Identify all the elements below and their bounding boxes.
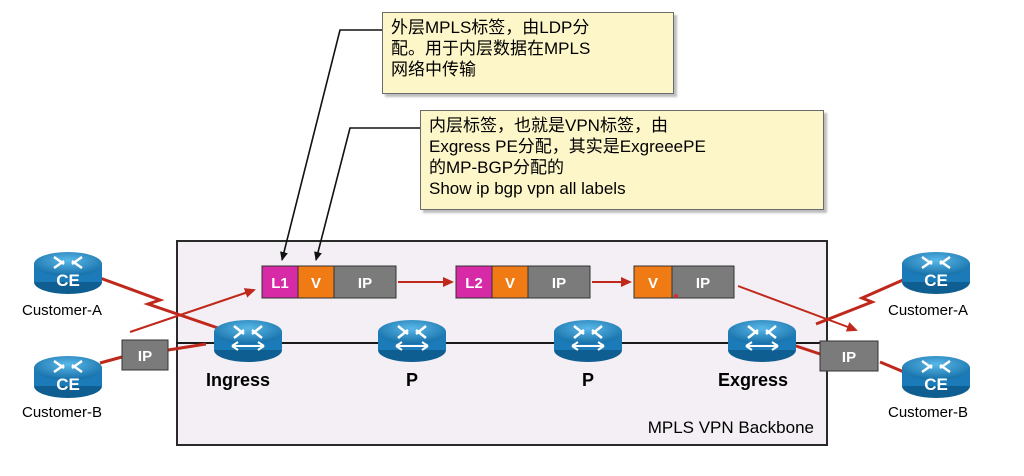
inner-callout-line-4: Show ip bgp vpn all labels [429, 179, 626, 198]
svg-text:IP: IP [842, 349, 856, 366]
arrow-icon [737, 285, 858, 332]
stack1-outer-label: L1 [271, 275, 289, 292]
ip-packet-left: IP [121, 339, 169, 371]
outer-callout-line-2: 配。用于内层数据在MPLS [391, 39, 591, 58]
link-ceb-right [879, 360, 905, 374]
outer-callout-line-3: 网络中传输 [391, 60, 476, 79]
svg-text:CE: CE [924, 271, 948, 290]
router-icon [554, 320, 622, 362]
outer-label-callout: 外层MPLS标签，由LDP分 配。用于内层数据在MPLS 网络中传输 [382, 12, 674, 94]
customer-label-right-a: Customer-A [888, 302, 969, 319]
link-packet-ingress [167, 342, 207, 352]
stack3-ip: IP [696, 275, 710, 292]
stack1-vpn-label: V [311, 275, 321, 292]
ce-router-icon: CE [34, 356, 102, 398]
arrow-icon [129, 288, 256, 333]
stack2-vpn-label: V [505, 275, 515, 292]
router-icon [378, 320, 446, 362]
outer-callout-leader [280, 29, 382, 261]
inner-label-callout: 内层标签，也就是VPN标签，由 Exgress PE分配，其实是ExgreeeP… [420, 110, 824, 210]
backbone-label: MPLS VPN Backbone [647, 418, 814, 437]
router-label-egress: Exgress [718, 370, 789, 390]
router-icon [214, 320, 282, 362]
router-icon [728, 320, 796, 362]
router-label-p1: P [406, 370, 419, 390]
stack2-ip: IP [552, 275, 566, 292]
customer-label-right-b: Customer-B [888, 404, 969, 421]
ce-router-icon: CE [34, 252, 102, 294]
inner-callout-leader [314, 127, 420, 261]
svg-text:IP: IP [138, 348, 152, 365]
ce-router-icon: CE [902, 252, 970, 294]
label-stack-3: V IP [633, 265, 735, 299]
svg-text:CE: CE [56, 375, 80, 394]
label-stack-1: L1 V IP [261, 265, 397, 299]
ip-packet-right: IP [819, 340, 879, 372]
svg-text:CE: CE [56, 271, 80, 290]
inner-callout-line-1: 内层标签，也就是VPN标签，由 [429, 116, 668, 135]
lightning-link-icon [815, 274, 913, 326]
stack3-vpn-label: V [648, 275, 658, 292]
customer-label-left-b: Customer-B [22, 404, 103, 421]
stack2-outer-label: L2 [465, 275, 483, 292]
ce-router-icon: CE [902, 356, 970, 398]
inner-callout-line-2: Exgress PE分配，其实是ExgreeePE [429, 137, 706, 156]
router-label-ingress: Ingress [206, 370, 271, 390]
customer-label-left-a: Customer-A [22, 302, 103, 319]
svg-text:CE: CE [924, 375, 948, 394]
router-label-p2: P [582, 370, 595, 390]
label-stack-2: L2 V IP [455, 265, 591, 299]
marker-dot [674, 294, 678, 298]
stack1-ip: IP [358, 275, 372, 292]
link-ceb-left [99, 355, 123, 365]
outer-callout-line-1: 外层MPLS标签，由LDP分 [391, 18, 590, 37]
inner-callout-line-3: 的MP-BGP分配的 [429, 158, 565, 177]
lightning-link-icon [99, 276, 219, 330]
